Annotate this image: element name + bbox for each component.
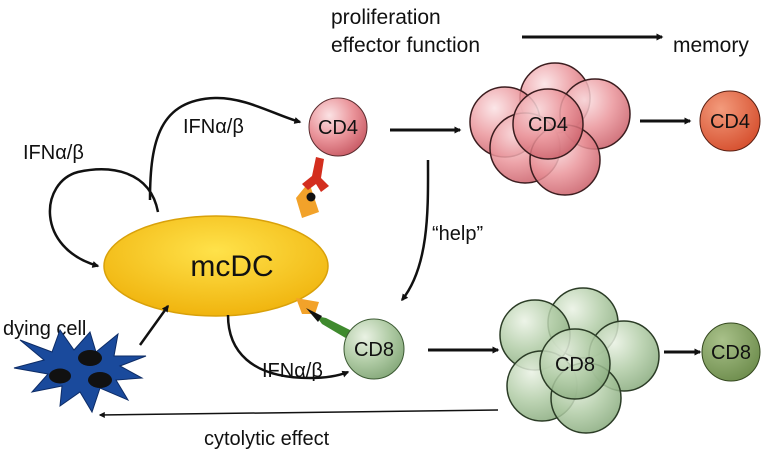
cd8-naive-cell: [343, 318, 405, 380]
proliferation-label: proliferation: [331, 6, 441, 29]
cd4-naive-label: CD4: [318, 117, 358, 139]
cd4-tcr-red: [302, 157, 329, 192]
cd4-cluster-cell: [512, 88, 584, 160]
arrow-dying-cell-to-mcdc: [138, 304, 170, 346]
cd4-naive-cell: [308, 97, 368, 157]
cd4-memory-label: CD4: [710, 111, 750, 133]
cytolytic-effect-arrow: [98, 409, 499, 418]
cd8-cluster: [499, 287, 660, 434]
dying-cell-shape: [13, 328, 147, 414]
cd8-memory-cell: [701, 322, 761, 382]
cd8-memory-label: CD8: [711, 342, 751, 364]
cd8-cluster-cell: [539, 328, 611, 400]
mcdc-receptor-top-orange: [296, 182, 319, 218]
dying-cell-fragment: [88, 372, 112, 388]
cd4-cluster-label: CD4: [528, 114, 568, 136]
mcdc-cd8-contact: [306, 308, 322, 322]
dying-cell-fragment: [49, 368, 71, 384]
cd4-memory-cell: [699, 90, 761, 152]
ifn-autocrine-loop-arrow: [48, 168, 160, 268]
effector-function-label: effector function: [331, 34, 480, 57]
mcdc-cell: [103, 215, 329, 317]
ifn-to-cd8-arrow: [226, 314, 350, 380]
cd8-cluster-label: CD8: [555, 354, 595, 376]
cd8-tcr-green: [316, 316, 356, 340]
help-label: “help”: [432, 223, 483, 245]
ifn-to-cd4-arrow: [148, 96, 302, 201]
cd4-cluster: [469, 62, 631, 196]
cytolytic-effect-label: cytolytic effect: [204, 428, 330, 450]
ifn-left-label: IFNα/β: [23, 142, 84, 164]
mcdc-label: mcDC: [190, 250, 273, 283]
peptide-dot: [306, 192, 316, 202]
mcdc-receptor-bottom-orange: [296, 298, 319, 314]
dying-cell-label: dying cell: [3, 318, 86, 340]
ifn-bottom-label: IFNα/β: [262, 360, 323, 382]
help-arrow: [401, 159, 430, 302]
cd8-naive-label: CD8: [354, 339, 394, 361]
memory-label: memory: [673, 34, 749, 57]
ifn-top-label: IFNα/β: [183, 116, 244, 138]
dying-cell-fragment: [78, 350, 102, 366]
